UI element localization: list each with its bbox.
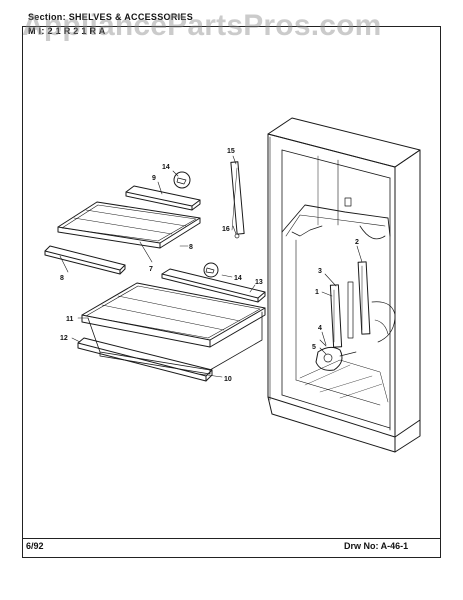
callout-13: 13 [255, 279, 263, 286]
lower-shelf-assembly [77, 262, 266, 382]
footer-rule [22, 538, 441, 539]
callout-8: 8 [189, 244, 193, 251]
model-line: M l: 2 1 R 2 1 R A [28, 26, 106, 36]
callout-5: 5 [312, 344, 316, 351]
upper-shelf-assembly [44, 171, 201, 275]
callout-8b: 8 [60, 275, 64, 282]
leader-lines [59, 155, 363, 378]
callout-14b: 14 [234, 275, 242, 282]
drawing-number: Drw No: A-46-1 [344, 541, 409, 551]
callout-14: 14 [162, 164, 170, 171]
footer-date: 6/92 [26, 541, 44, 551]
callout-11: 11 [66, 316, 74, 323]
callout-9: 9 [152, 175, 156, 182]
callout-labels: 14 9 15 16 8 7 8 2 3 1 14 13 11 4 5 12 1… [60, 148, 359, 383]
callout-2: 2 [355, 239, 359, 246]
callout-4: 4 [318, 325, 322, 332]
refrigerator-cabinet [267, 117, 421, 453]
section-title: Section: SHELVES & ACCESSORIES [28, 12, 194, 22]
shelf-support-strip [230, 161, 245, 239]
callout-3: 3 [318, 268, 322, 275]
callout-7: 7 [149, 266, 153, 273]
callout-1: 1 [315, 289, 319, 296]
drawing-frame [22, 26, 441, 558]
callout-15: 15 [227, 148, 235, 155]
callout-10: 10 [224, 376, 232, 383]
callout-12: 12 [60, 335, 68, 342]
watermark: AppliancePartsPros.com [22, 9, 382, 42]
callout-16: 16 [222, 226, 230, 233]
